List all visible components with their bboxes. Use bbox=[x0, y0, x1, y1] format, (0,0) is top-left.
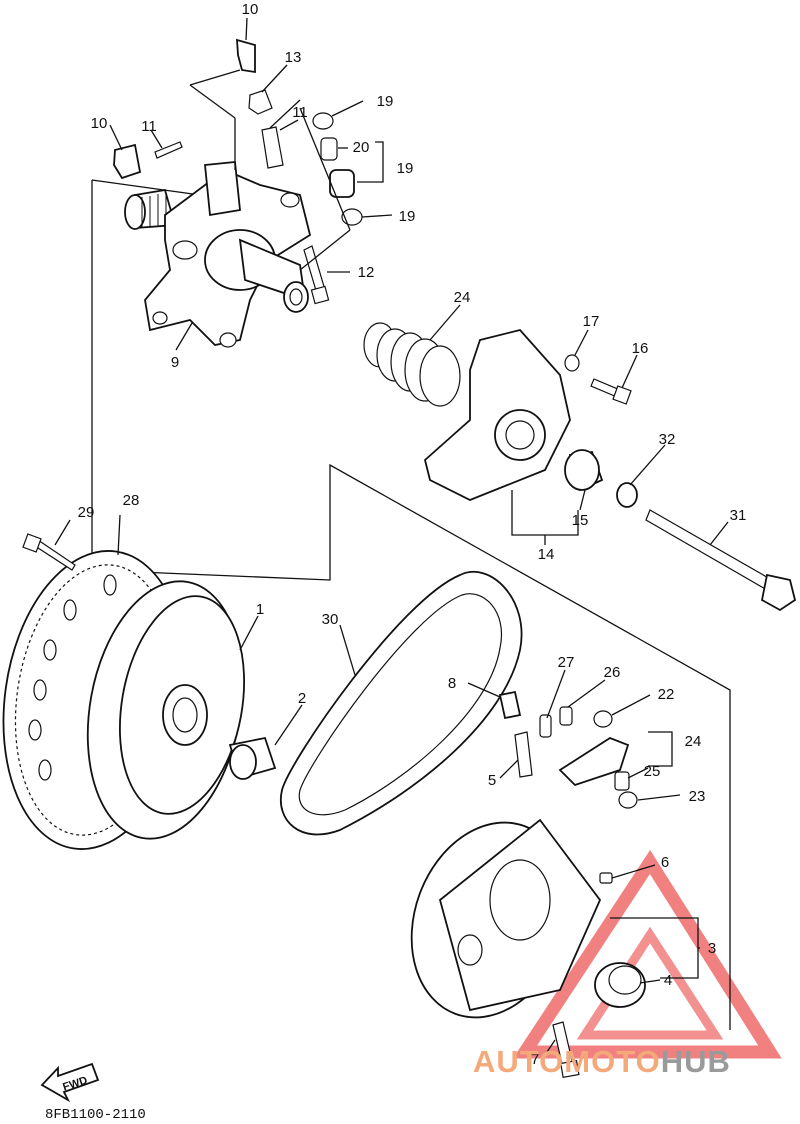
callout-9: 9 bbox=[171, 354, 179, 371]
callout-13: 12 bbox=[358, 264, 375, 281]
washer-22-bottom bbox=[618, 791, 638, 809]
washer-18 bbox=[564, 354, 580, 372]
callout-22-bottom: 23 bbox=[689, 788, 706, 805]
callout-2: 2 bbox=[298, 690, 306, 707]
callout-23: 24 bbox=[685, 733, 702, 750]
callout-1: 1 bbox=[256, 601, 264, 618]
callout-10-top: 10 bbox=[242, 1, 259, 18]
pin-25 bbox=[559, 706, 573, 726]
sheave-1 bbox=[86, 580, 245, 840]
callout-numbers: 10 13 11 19 20 19 19 12 10 11 9 24 17 16… bbox=[78, 1, 747, 1068]
callout-17: 16 bbox=[632, 340, 649, 357]
leader-lines bbox=[54, 17, 729, 1056]
callout-20: 19 bbox=[397, 160, 414, 177]
callout-31: 31 bbox=[730, 507, 747, 524]
weight-23 bbox=[558, 736, 630, 787]
slider-10-top bbox=[236, 38, 256, 74]
slider-10-left bbox=[113, 143, 142, 180]
cover-15 bbox=[423, 328, 571, 501]
bracket-15 bbox=[511, 490, 579, 536]
callout-28: 28 bbox=[123, 492, 140, 509]
washer-22-top bbox=[593, 710, 613, 728]
collar-21 bbox=[320, 137, 338, 161]
plug-6 bbox=[599, 872, 613, 884]
callout-32: 32 bbox=[659, 431, 676, 448]
callout-5: 5 bbox=[488, 772, 496, 789]
movable-sheave-3 bbox=[410, 818, 602, 1019]
callout-25: 26 bbox=[604, 664, 621, 681]
callout-10-left: 10 bbox=[91, 115, 108, 132]
pin-12 bbox=[261, 126, 284, 169]
callout-15: 14 bbox=[538, 546, 555, 563]
callout-26: 27 bbox=[558, 654, 575, 671]
slider-8 bbox=[498, 690, 522, 720]
callout-30: 30 bbox=[322, 611, 339, 628]
callout-8: 8 bbox=[448, 675, 456, 692]
callout-18: 17 bbox=[583, 313, 600, 330]
callout-19-bottom: 19 bbox=[399, 208, 416, 225]
pin-11 bbox=[154, 141, 183, 159]
watermark-text-part2: HUB bbox=[661, 1044, 731, 1079]
collar-24 bbox=[614, 771, 630, 791]
callout-14: 13 bbox=[285, 49, 302, 66]
assembly-frame-line-2 bbox=[91, 179, 201, 196]
callout-19-top: 19 bbox=[377, 93, 394, 110]
callout-4: 4 bbox=[664, 972, 672, 989]
washer-19-top bbox=[312, 112, 334, 130]
callout-12: 11 bbox=[292, 104, 308, 121]
spring-27 bbox=[363, 322, 461, 407]
bolt-31 bbox=[645, 509, 773, 591]
callout-22-top: 22 bbox=[658, 686, 675, 703]
part-code: 8FB1100-2110 bbox=[45, 1107, 146, 1123]
pin-5 bbox=[514, 731, 533, 778]
callout-29: 29 bbox=[78, 504, 95, 521]
callout-3: 3 bbox=[708, 940, 716, 957]
callout-27: 24 bbox=[454, 289, 471, 306]
watermark-triangle bbox=[512, 850, 782, 1059]
washer-32 bbox=[616, 482, 638, 508]
callout-11: 11 bbox=[141, 118, 157, 135]
fwd-arrow: FWD bbox=[40, 1062, 100, 1103]
watermark-text-part1: AUTOMOTO bbox=[473, 1044, 661, 1079]
callout-24: 25 bbox=[644, 763, 661, 780]
bushing-20 bbox=[329, 169, 355, 198]
callout-7: 7 bbox=[531, 1051, 539, 1068]
assembly-frame-line bbox=[91, 180, 731, 1030]
callout-21: 20 bbox=[353, 139, 370, 156]
callout-6: 6 bbox=[661, 854, 669, 871]
primary-spider bbox=[124, 161, 312, 348]
nut-14 bbox=[248, 89, 273, 115]
watermark-text: AUTOMOTOHUB bbox=[473, 1044, 731, 1079]
pin-26 bbox=[539, 714, 552, 738]
callout-16: 15 bbox=[572, 512, 589, 529]
